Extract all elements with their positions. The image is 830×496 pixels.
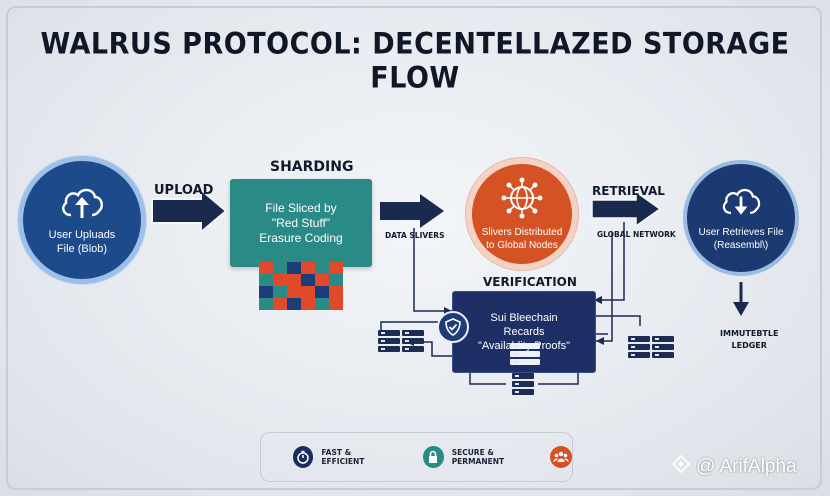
slivers-arrow bbox=[380, 194, 444, 228]
diagram-frame bbox=[6, 6, 822, 490]
sharding-box: File Sliced by "Red Stuff" Erasure Codin… bbox=[230, 179, 372, 267]
sliver-cell bbox=[315, 262, 329, 274]
sliver-cell bbox=[287, 274, 301, 286]
server-icon bbox=[628, 336, 650, 360]
sliver-cell bbox=[301, 298, 315, 310]
stopwatch-icon bbox=[293, 446, 314, 468]
data-slivers-label: DATA SLIVERS bbox=[385, 231, 445, 240]
nodes-circle-line1: Slivers Distributed bbox=[481, 226, 563, 238]
server-icon bbox=[378, 330, 400, 354]
sliver-cell bbox=[259, 274, 273, 286]
upload-circle-line2: File (Blob) bbox=[56, 242, 108, 255]
retrieval-label: RETRIEVAL bbox=[592, 184, 665, 198]
legend-text-secure: SECURE & PERMANENT bbox=[451, 448, 505, 466]
sliver-cell bbox=[329, 298, 343, 310]
legend-item-secure: SECURE & PERMANENT bbox=[423, 446, 542, 468]
ledger-line2: LEDGER bbox=[731, 341, 767, 350]
global-network-label: GLOBAL NETWORK bbox=[597, 230, 676, 239]
sliver-cell bbox=[301, 274, 315, 286]
people-icon bbox=[550, 446, 572, 468]
sliver-grid bbox=[259, 262, 343, 310]
sliver-cell bbox=[287, 286, 301, 298]
watermark-logo-icon bbox=[671, 454, 691, 479]
watermark-text: @ ArifAlpha bbox=[696, 456, 797, 477]
sharding-line3: Erasure Coding bbox=[259, 230, 343, 245]
nodes-circle-line2: to Global Nodes bbox=[486, 239, 558, 251]
globe-network-icon bbox=[501, 177, 543, 224]
sliver-cell bbox=[273, 274, 287, 286]
sliver-cell bbox=[273, 262, 287, 274]
sliver-cell bbox=[287, 298, 301, 310]
cloud-download-icon bbox=[720, 185, 762, 222]
upload-circle-line1: User Upluads bbox=[48, 228, 116, 241]
legend-bar: FAST & EFFICIENT SECURE & PERMANENT bbox=[260, 432, 573, 482]
cloud-upload-icon bbox=[59, 185, 105, 224]
diagram-title: WALRUS PROTOCOL: DECENTELLAZED STORAGE F… bbox=[40, 26, 790, 96]
server-icon bbox=[652, 336, 674, 360]
legend-text-fast: FAST & EFFICIENT bbox=[321, 448, 365, 466]
retrieve-circle: User Retrieves File (Reasembl\) bbox=[683, 160, 799, 276]
sliver-cell bbox=[329, 262, 343, 274]
ledger-line1: IMMUTEBTLE bbox=[720, 329, 779, 338]
sliver-cell bbox=[301, 262, 315, 274]
ledger-arrow bbox=[733, 282, 749, 316]
sharding-line1: File Sliced by bbox=[265, 200, 337, 215]
sliver-cell bbox=[315, 286, 329, 298]
legend-item-fast: FAST & EFFICIENT bbox=[293, 446, 391, 468]
verification-line2: Recards bbox=[503, 326, 545, 338]
shield-check-icon bbox=[437, 311, 469, 343]
verification-connectors bbox=[380, 222, 641, 385]
sliver-cell bbox=[315, 274, 329, 286]
legend-item-community bbox=[550, 446, 572, 468]
server-icon bbox=[512, 373, 534, 397]
sharding-heading: SHARDING bbox=[270, 159, 354, 175]
sliver-cell bbox=[259, 298, 273, 310]
retrieval-arrow bbox=[591, 190, 662, 228]
retrieve-circle-line2: (Reasembl\) bbox=[713, 239, 769, 251]
watermark: @ ArifAlpha bbox=[671, 454, 797, 479]
lock-icon bbox=[423, 446, 444, 468]
sliver-cell bbox=[329, 286, 343, 298]
sliver-cell bbox=[301, 286, 315, 298]
server-icon bbox=[510, 343, 540, 367]
sharding-line2: "Red Stuff" bbox=[271, 215, 331, 230]
verification-heading: VERIFICATION bbox=[483, 275, 577, 289]
ledger-label: IMMUTEBTLE LEDGER bbox=[720, 328, 778, 352]
sliver-cell bbox=[329, 274, 343, 286]
upload-circle: User Upluads File (Blob) bbox=[18, 156, 146, 284]
sliver-cell bbox=[259, 286, 273, 298]
nodes-circle: Slivers Distributed to Global Nodes bbox=[466, 158, 578, 270]
upload-arrow bbox=[151, 187, 228, 235]
server-icon bbox=[402, 330, 424, 354]
sliver-cell bbox=[273, 286, 287, 298]
retrieve-circle-line1: User Retrieves File bbox=[698, 226, 784, 238]
sliver-cell bbox=[315, 298, 329, 310]
sliver-cell bbox=[273, 298, 287, 310]
verification-line1: Sui Bleechain bbox=[490, 312, 558, 324]
sliver-cell bbox=[259, 262, 273, 274]
sliver-cell bbox=[287, 262, 301, 274]
upload-label: UPLOAD bbox=[154, 183, 214, 198]
